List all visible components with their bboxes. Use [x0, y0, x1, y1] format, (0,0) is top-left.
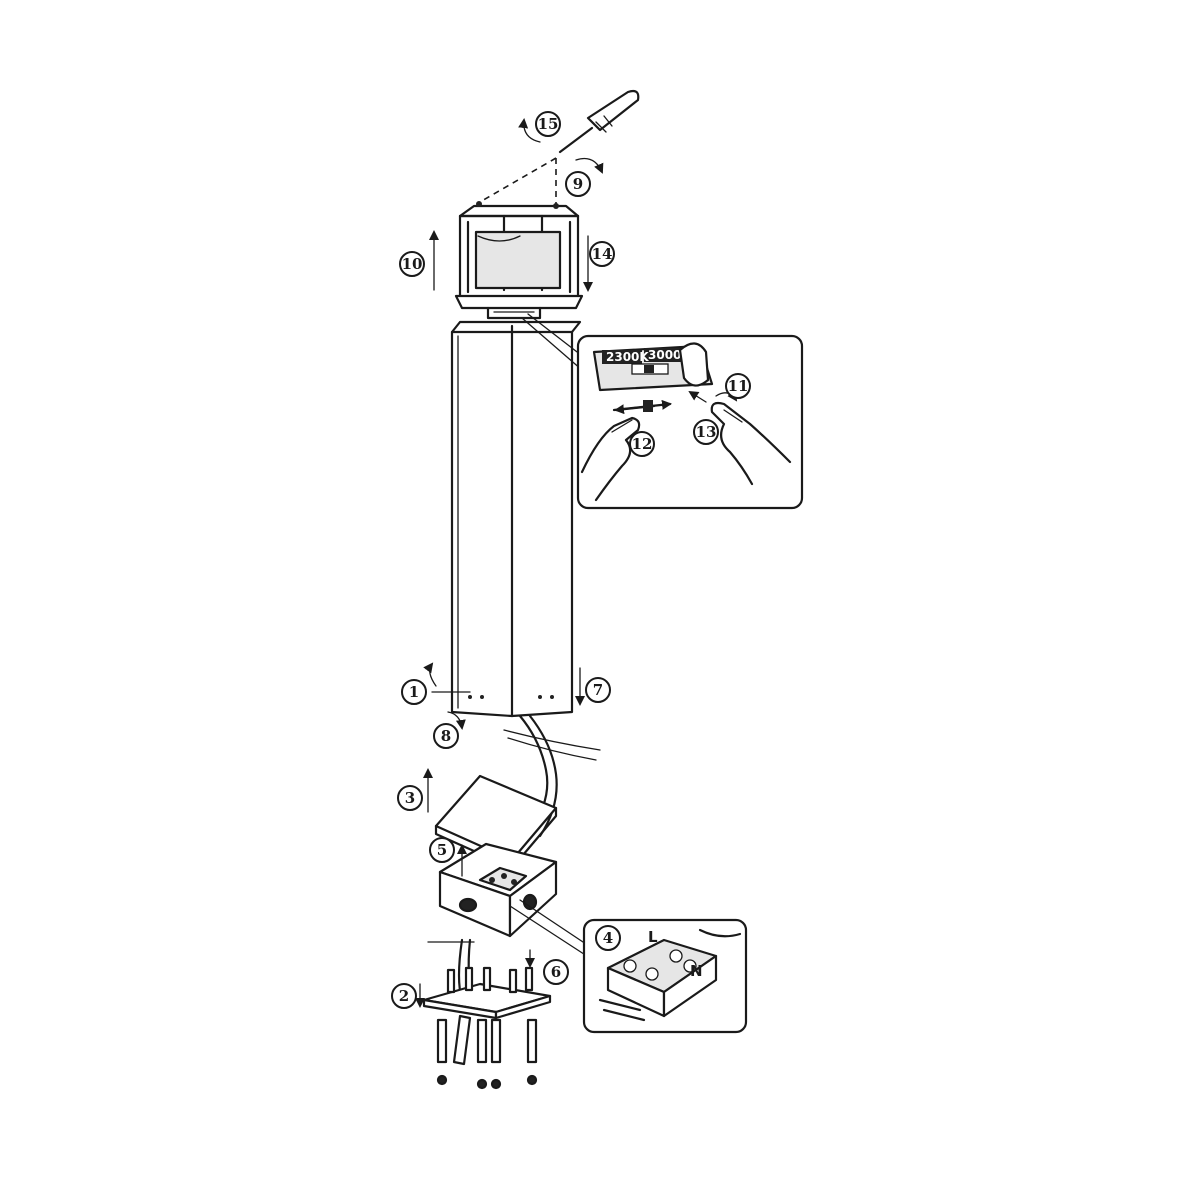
- post-column: [450, 320, 582, 718]
- step-badge-2: 2: [391, 983, 417, 1009]
- svg-text:11: 11: [728, 377, 749, 395]
- junction-box: [434, 774, 558, 938]
- screwdriver-icon: [558, 89, 640, 154]
- cct-warm-label: 2300K: [606, 350, 649, 364]
- callout-line: [509, 905, 591, 959]
- step-badge-11: 11: [725, 373, 751, 399]
- guide-line: [479, 157, 557, 203]
- screw-icon: [553, 203, 559, 209]
- step-badge-13: 13: [693, 419, 719, 445]
- svg-text:5: 5: [437, 841, 447, 859]
- svg-text:14: 14: [592, 245, 613, 263]
- terminal-live-label: L: [648, 928, 658, 946]
- cct-switch-inset: 2300K 3000K: [576, 334, 804, 510]
- base-plate: [422, 938, 552, 1090]
- step-badge-9: 9: [565, 171, 591, 197]
- svg-text:2: 2: [399, 987, 409, 1005]
- lamp-head: [454, 201, 584, 320]
- step-badge-15: 15: [535, 111, 561, 137]
- callout-line: [521, 317, 583, 371]
- step-badge-3: 3: [397, 785, 423, 811]
- step-badge-5: 5: [429, 837, 455, 863]
- rotate-arrow-icon: [423, 662, 437, 687]
- step-badge-1: 1: [401, 679, 427, 705]
- step-badge-4: 4: [595, 925, 621, 951]
- terminal-inset: L N: [582, 918, 748, 1034]
- step-badge-14: 14: [589, 241, 615, 267]
- rotate-arrow-icon: [447, 711, 466, 730]
- svg-text:4: 4: [603, 929, 613, 947]
- svg-text:6: 6: [551, 963, 561, 981]
- svg-text:3: 3: [405, 789, 415, 807]
- step-badge-7: 7: [585, 677, 611, 703]
- svg-text:12: 12: [632, 435, 653, 453]
- rotate-arrow-icon: [575, 157, 604, 174]
- step-badge-8: 8: [433, 723, 459, 749]
- svg-text:10: 10: [402, 255, 423, 273]
- terminal-neutral-label: N: [690, 962, 703, 980]
- step-badge-10: 10: [399, 251, 425, 277]
- svg-text:13: 13: [696, 423, 717, 441]
- callout-line: [519, 899, 593, 949]
- svg-text:8: 8: [441, 727, 451, 745]
- step-badge-12: 12: [629, 431, 655, 457]
- step-badge-6: 6: [543, 959, 569, 985]
- svg-text:1: 1: [409, 683, 419, 701]
- svg-text:9: 9: [573, 175, 583, 193]
- svg-text:15: 15: [538, 115, 559, 133]
- rotate-arrow-icon: [518, 118, 541, 143]
- svg-text:7: 7: [593, 681, 603, 699]
- screw-icon: [476, 201, 482, 207]
